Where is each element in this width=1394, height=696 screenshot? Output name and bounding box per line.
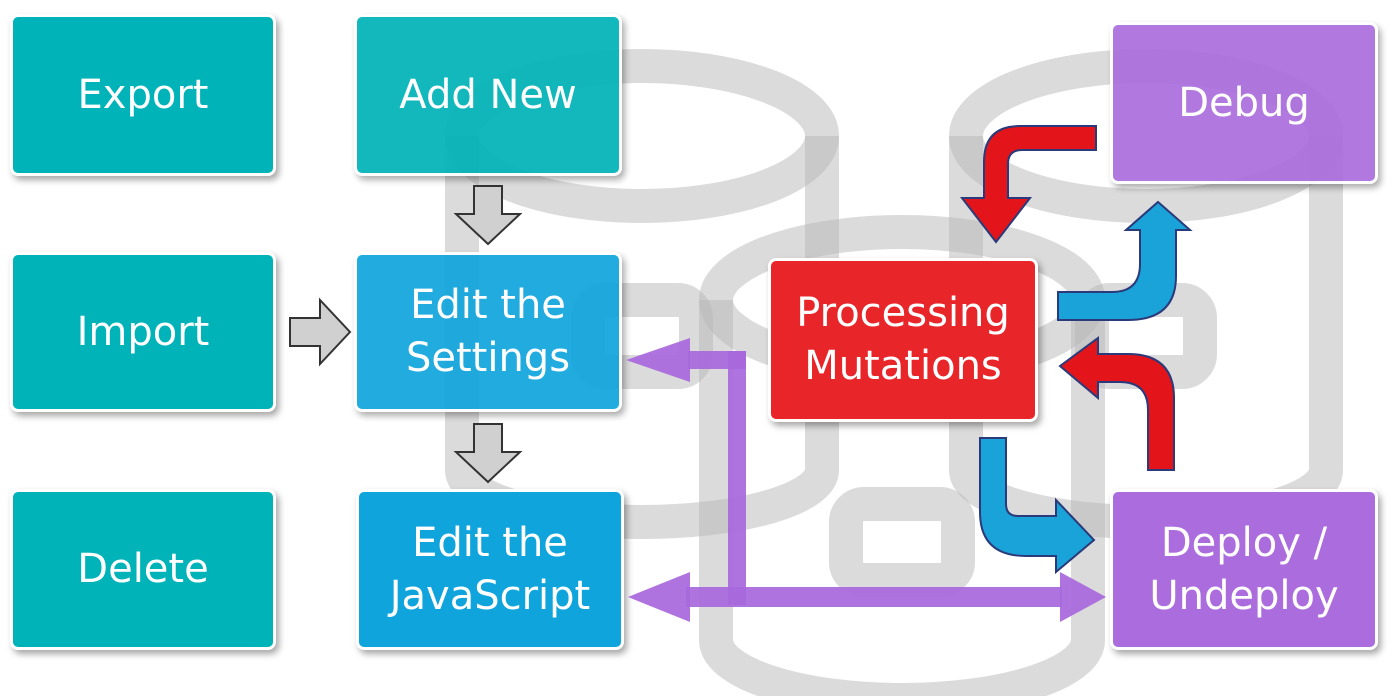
red-curved-arrow (1058, 336, 1175, 471)
delete-button[interactable]: Delete (10, 489, 276, 650)
export-button[interactable]: Export (10, 14, 276, 176)
add-new-button[interactable]: Add New (354, 14, 622, 176)
purple-bidirectional-arrows (626, 338, 1106, 622)
red-curved-arrow (959, 125, 1097, 244)
delete-label: Delete (77, 546, 209, 593)
processing-mutations-label: Processing Mutations (796, 290, 1010, 389)
deploy-undeploy-label: Deploy / Undeploy (1149, 519, 1339, 619)
edit-settings-label: Edit the Settings (405, 282, 571, 381)
edit-javascript-button[interactable]: Edit the JavaScript (356, 489, 624, 650)
export-label: Export (77, 71, 209, 118)
processing-mutations-node[interactable]: Processing Mutations (768, 258, 1038, 422)
debug-button[interactable]: Debug (1110, 22, 1378, 184)
arrow-down-icon (453, 423, 523, 484)
edit-javascript-label: Edit the JavaScript (389, 519, 591, 619)
import-button[interactable]: Import (10, 252, 276, 412)
arrow-right-icon (289, 297, 352, 367)
deploy-undeploy-button[interactable]: Deploy / Undeploy (1110, 489, 1378, 650)
arrow-down-icon (453, 185, 523, 246)
debug-label: Debug (1178, 79, 1310, 126)
add-new-label: Add New (399, 71, 577, 118)
blue-curved-arrow (979, 437, 1096, 575)
edit-settings-button[interactable]: Edit the Settings (354, 252, 622, 412)
blue-curved-arrow (1057, 200, 1193, 321)
import-label: Import (76, 308, 210, 355)
